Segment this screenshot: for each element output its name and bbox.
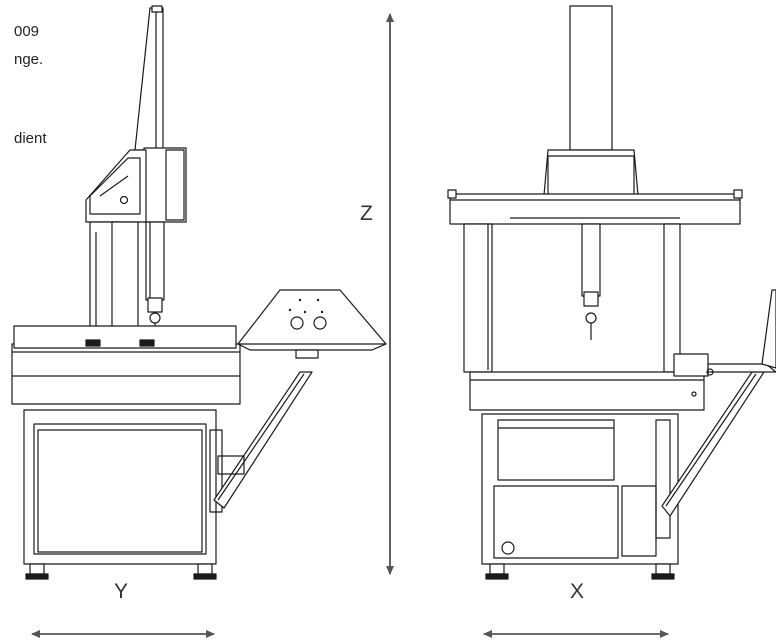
y-axis-label: Y [114,580,129,603]
clipped-text-1: 009 [14,23,40,40]
side-view-machine [11,5,387,580]
z-axis-label: Z [360,202,373,225]
clipped-text-3: dient [14,130,47,147]
x-axis-label: X [570,580,585,603]
clipped-text-2: nge. [14,51,44,68]
front-view-machine [447,5,776,580]
